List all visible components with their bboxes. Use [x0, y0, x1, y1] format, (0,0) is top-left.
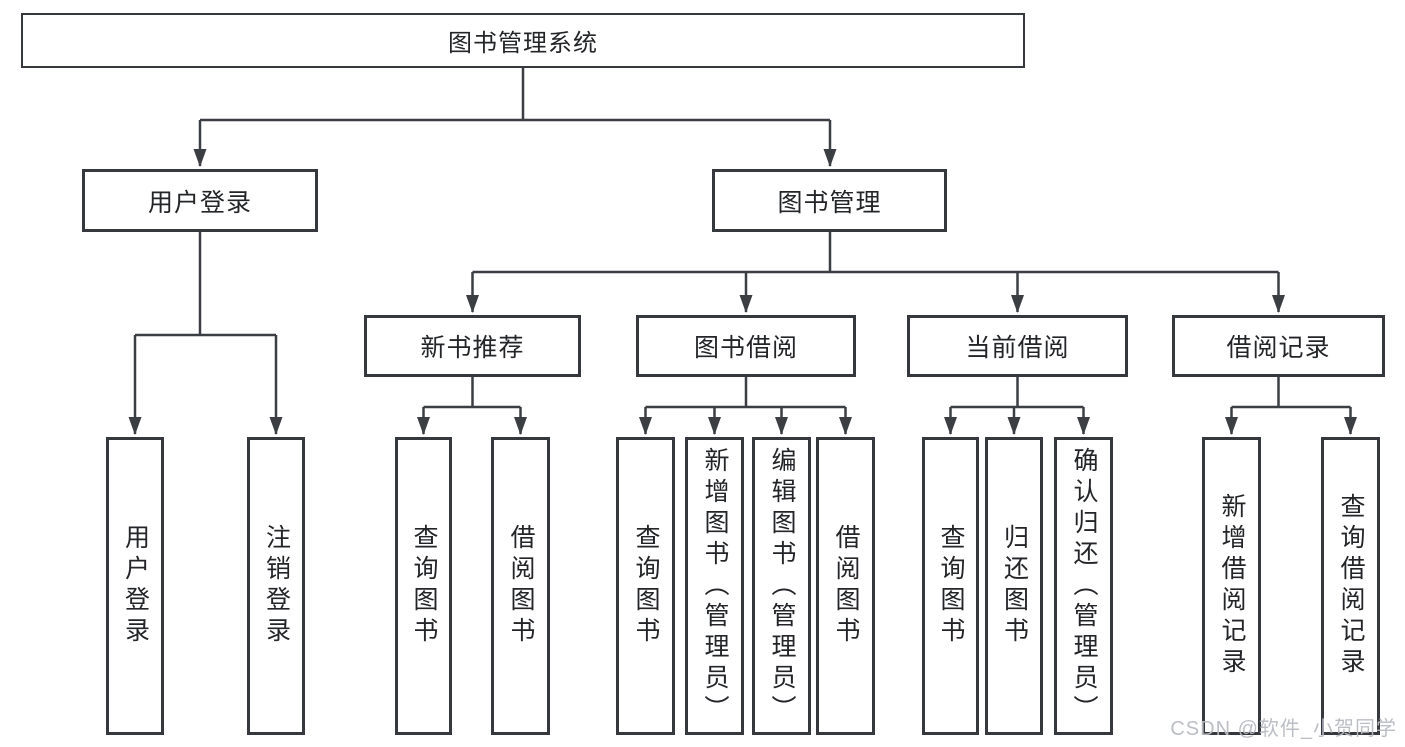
leaf-query-books-borrow-label: 查询图书: [632, 524, 660, 648]
leaf-query-books-current-label: 查询图书: [937, 524, 965, 648]
csdn-watermark: CSDN @软件_小贺同学: [1170, 718, 1397, 740]
leaf-add-book-admin-label: 新增图书（管理员）: [701, 446, 729, 726]
leaf-logout-label: 注销登录: [262, 524, 291, 648]
leaf-logout: 注销登录: [247, 437, 305, 735]
node-library-management-system: 图书管理系统: [21, 13, 1025, 68]
node-book-borrow: 图书借阅: [636, 315, 856, 377]
leaf-query-books-current: 查询图书: [922, 437, 979, 735]
node-current-borrow: 当前借阅: [907, 315, 1128, 377]
leaf-borrow-books-recommend-label: 借阅图书: [507, 524, 535, 648]
leaf-add-book-admin: 新增图书（管理员）: [685, 437, 744, 735]
leaf-borrow-books-borrow-label: 借阅图书: [832, 524, 860, 648]
leaf-add-borrow-record-label: 新增借阅记录: [1218, 493, 1246, 679]
leaf-return-book: 归还图书: [985, 437, 1043, 735]
node-new-book-recommend: 新书推荐: [364, 315, 581, 377]
leaf-return-book-label: 归还图书: [1000, 524, 1029, 648]
leaf-query-borrow-record: 查询借阅记录: [1321, 437, 1380, 735]
leaf-query-books-recommend: 查询图书: [395, 437, 452, 735]
leaf-user-login-label: 用户登录: [121, 524, 150, 648]
leaf-edit-book-admin-label: 编辑图书（管理员）: [768, 446, 796, 726]
leaf-borrow-books-borrow: 借阅图书: [816, 437, 875, 735]
leaf-confirm-return-admin-label: 确认归还（管理员）: [1070, 446, 1098, 726]
leaf-edit-book-admin: 编辑图书（管理员）: [752, 437, 811, 735]
leaf-borrow-books-recommend: 借阅图书: [491, 437, 550, 735]
leaf-query-borrow-record-label: 查询借阅记录: [1337, 493, 1365, 679]
leaf-query-books-borrow: 查询图书: [616, 437, 675, 735]
node-book-management: 图书管理: [712, 169, 947, 232]
leaf-add-borrow-record: 新增借阅记录: [1202, 437, 1261, 735]
leaf-user-login: 用户登录: [106, 437, 164, 735]
node-borrow-record: 借阅记录: [1172, 315, 1385, 377]
leaf-query-books-recommend-label: 查询图书: [410, 524, 438, 648]
node-user-login: 用户登录: [82, 169, 318, 232]
leaf-confirm-return-admin: 确认归还（管理员）: [1054, 437, 1113, 735]
